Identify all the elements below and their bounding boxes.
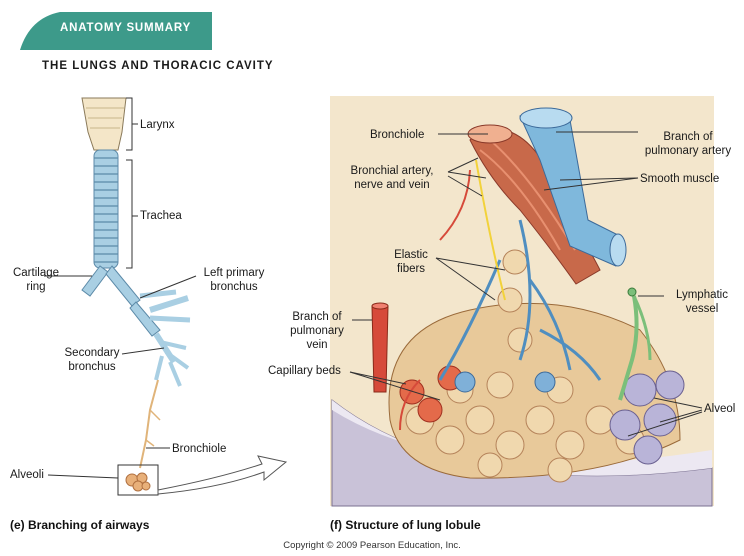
label-left-primary-bronchus: Left primary bronchus	[192, 266, 276, 294]
label-cartilage-ring: Cartilage ring	[6, 266, 66, 294]
larynx-shape	[82, 98, 126, 150]
label-bronchiole-f: Bronchiole	[370, 128, 424, 142]
label-lymphatic-vessel: Lymphatic vessel	[664, 288, 740, 316]
label-smooth-muscle: Smooth muscle	[640, 172, 719, 186]
banner-title: ANATOMY SUMMARY	[60, 22, 191, 34]
label-branch-pulmonary-vein: Branch of pulmonary vein	[284, 310, 350, 352]
label-bronchial-artery: Bronchial artery, nerve and vein	[336, 164, 448, 192]
caption-f: (f) Structure of lung lobule	[330, 518, 481, 532]
copyright: Copyright © 2009 Pearson Education, Inc.	[0, 540, 744, 551]
label-bronchiole-e: Bronchiole	[172, 442, 226, 456]
label-branch-pulmonary-artery: Branch of pulmonary artery	[638, 130, 738, 158]
trachea-shape	[94, 150, 118, 268]
label-secondary-bronchus: Secondary bronchus	[56, 346, 128, 374]
airway-tree	[82, 98, 190, 495]
caption-e: (e) Branching of airways	[10, 518, 149, 532]
label-larynx: Larynx	[140, 118, 175, 132]
label-alveoli-f: Alveol	[704, 402, 735, 416]
label-trachea: Trachea	[140, 209, 182, 223]
label-elastic-fibers: Elastic fibers	[386, 248, 436, 276]
zoom-arrow-shape	[158, 456, 286, 494]
page-subtitle: THE LUNGS AND THORACIC CAVITY	[42, 60, 274, 72]
label-capillary-beds: Capillary beds	[268, 364, 341, 378]
label-alveoli-e: Alveoli	[10, 468, 44, 482]
